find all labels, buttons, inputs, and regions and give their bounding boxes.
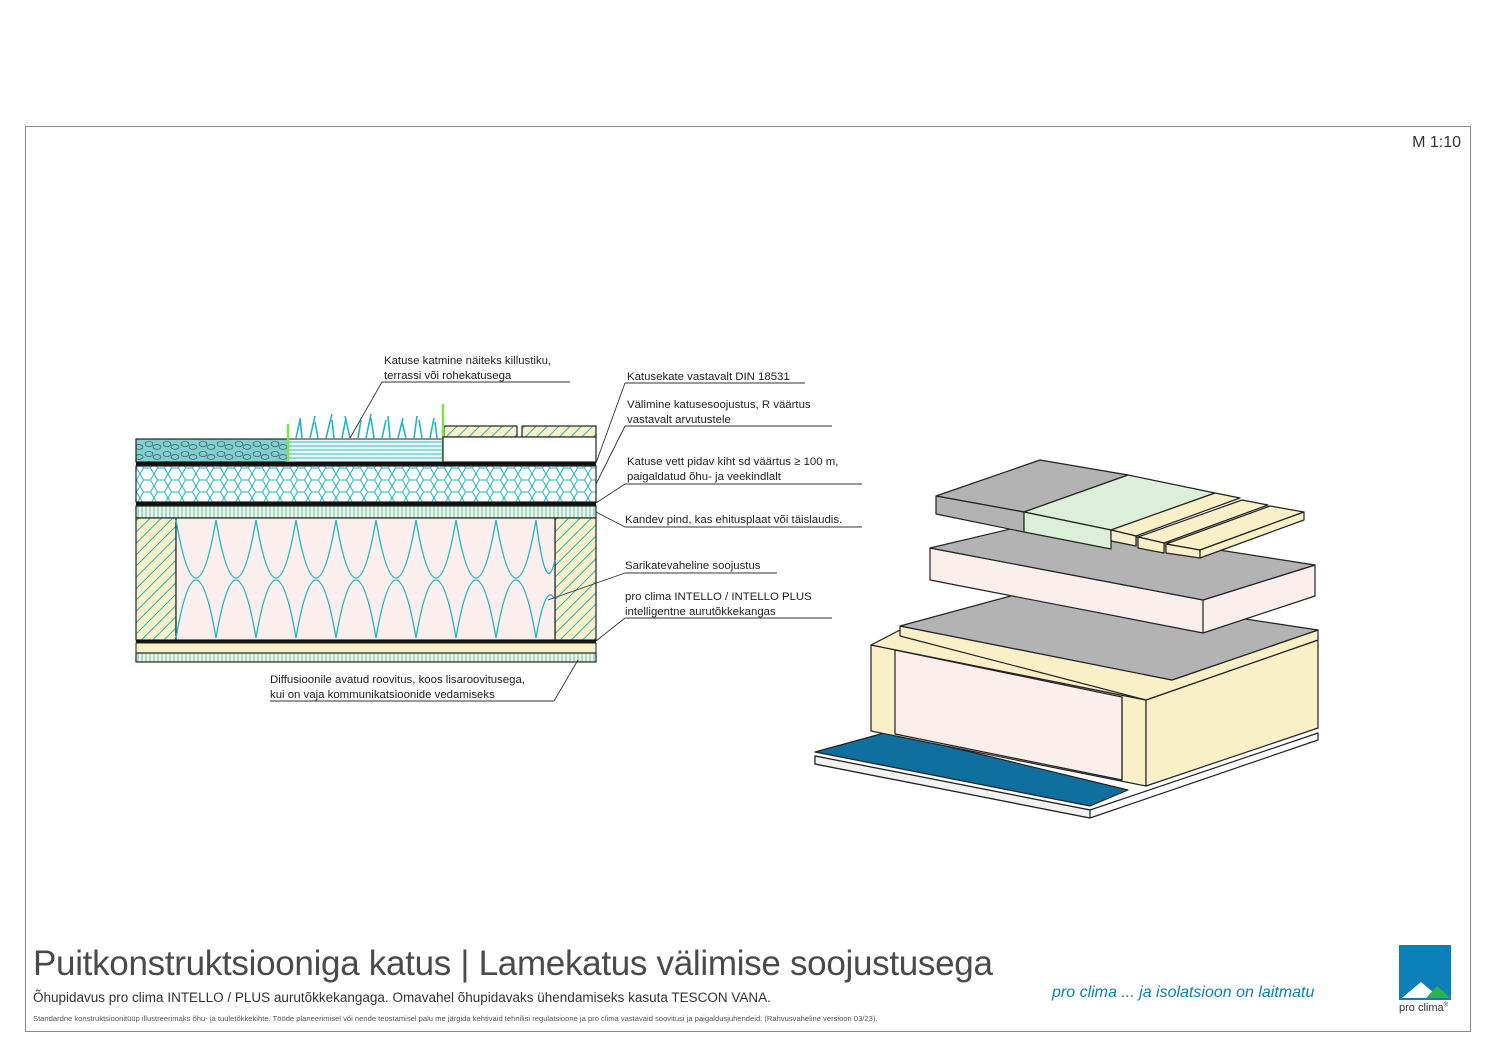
deck-layer <box>135 505 597 519</box>
gravel-layer <box>135 438 289 463</box>
disclaimer: Standardne konstruktsioonitüüp illustree… <box>33 1014 878 1023</box>
slogan: pro clima ... ja isolatsioon on laitmatu <box>1052 984 1315 1001</box>
leader-lines <box>270 381 862 702</box>
grass-icon <box>295 413 438 439</box>
label-rafter-insulation: Sarikatevaheline soojustus <box>625 560 761 572</box>
page-title: Puitkonstruktsiooniga katus | Lamekatus … <box>33 944 993 983</box>
label-roof-cover: Katuse katmine näiteks killustiku,terras… <box>384 355 552 382</box>
label-roofing-din: Katusekate vastavalt DIN 18531 <box>627 371 790 383</box>
cavity-insulation <box>175 517 556 641</box>
label-waterproof-layer: Katuse vett pidav kiht sd väärtus ≥ 100 … <box>627 456 839 483</box>
rafter <box>554 517 597 641</box>
isometric-drawing <box>814 459 1319 819</box>
external-insulation-layer <box>135 465 597 503</box>
section-drawing <box>135 404 597 663</box>
pro-clima-logo-icon <box>1399 945 1451 1000</box>
label-battens: Diffusioonile avatud roovitus, koos lisa… <box>270 674 525 701</box>
terrace-board <box>443 425 518 438</box>
logo-text: pro clima® <box>1399 1002 1449 1014</box>
label-deck: Kandev pind, kas ehitusplaat või täislau… <box>625 514 843 526</box>
scale-label: M 1:10 <box>1412 134 1461 151</box>
drawing-frame <box>25 126 1471 1032</box>
rafter <box>135 517 177 641</box>
green-roof-substrate <box>287 438 444 463</box>
terrace-board <box>521 425 597 438</box>
page-subtitle: Õhupidavus pro clima INTELLO / PLUS auru… <box>33 990 771 1005</box>
